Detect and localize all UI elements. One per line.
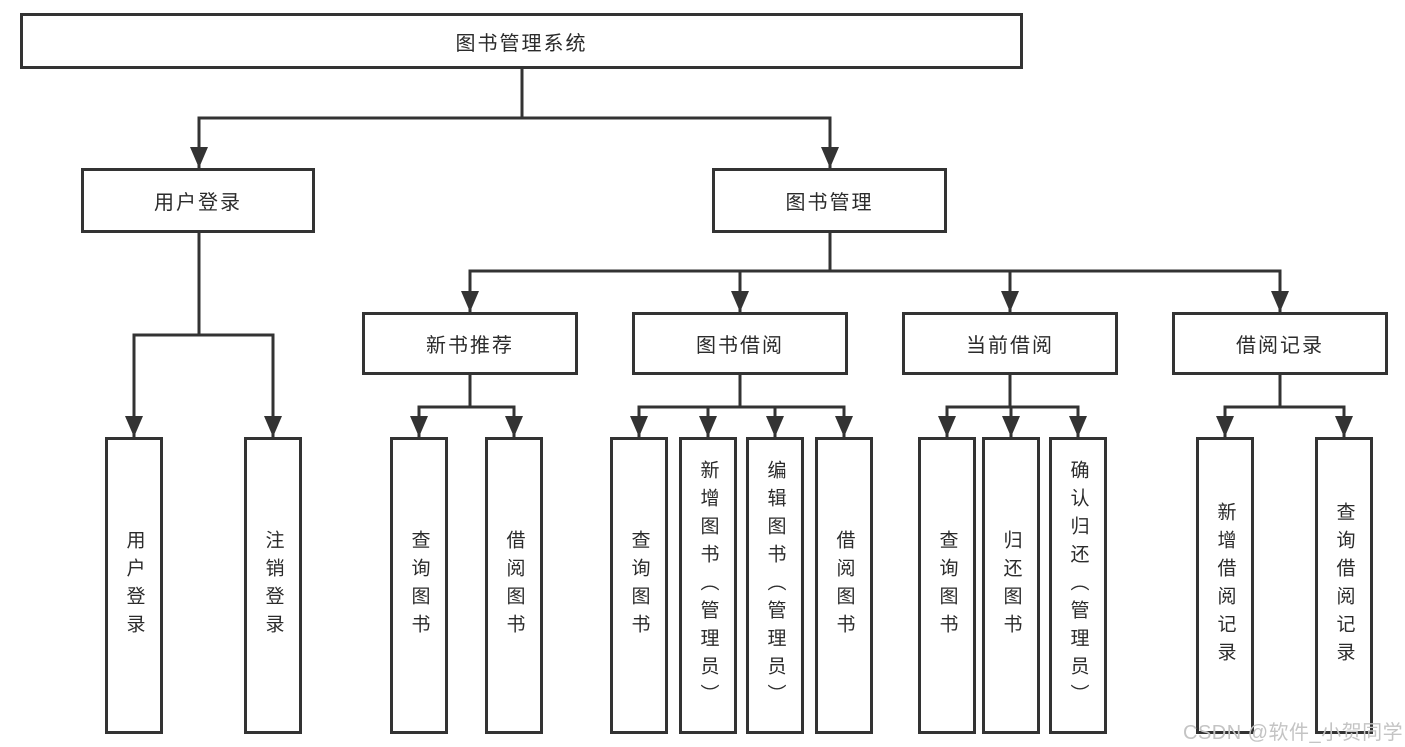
- leaf-label: 注销登录: [262, 529, 284, 642]
- leaf-label: 借阅图书: [503, 529, 525, 642]
- node-library-management-system: 图书管理系统: [20, 13, 1023, 69]
- leaf-label: 编辑图书（管理员）: [764, 459, 786, 712]
- leaf-label: 确认归还（管理员）: [1067, 459, 1089, 712]
- node-new-book-recommend: 新书推荐: [362, 312, 578, 375]
- node-label: 图书借阅: [696, 335, 784, 357]
- node-label: 图书管理: [785, 192, 874, 214]
- leaf-label: 新增图书（管理员）: [697, 459, 719, 712]
- leaf-query-books-recommend: 查询图书: [390, 437, 448, 734]
- leaf-edit-books-admin: 编辑图书（管理员）: [746, 437, 804, 734]
- leaf-query-books-borrow: 查询图书: [610, 437, 668, 734]
- leaf-borrow-books: 借阅图书: [815, 437, 873, 734]
- leaf-label: 归还图书: [1000, 529, 1022, 642]
- leaf-add-books-admin: 新增图书（管理员）: [679, 437, 737, 734]
- leaf-query-borrow-record: 查询借阅记录: [1315, 437, 1373, 734]
- node-current-borrow: 当前借阅: [902, 312, 1118, 375]
- node-label: 借阅记录: [1236, 335, 1324, 357]
- leaf-label: 查询图书: [408, 529, 430, 642]
- leaf-label: 查询图书: [628, 529, 650, 642]
- leaf-query-books-current: 查询图书: [918, 437, 976, 734]
- leaf-borrow-books-recommend: 借阅图书: [485, 437, 543, 734]
- node-label: 图书管理系统: [455, 32, 588, 55]
- leaf-label: 借阅图书: [833, 529, 855, 642]
- node-borrow-records: 借阅记录: [1172, 312, 1388, 375]
- node-label: 当前借阅: [966, 335, 1054, 357]
- leaf-label: 新增借阅记录: [1214, 501, 1236, 670]
- node-book-management: 图书管理: [712, 168, 947, 233]
- leaf-add-borrow-record: 新增借阅记录: [1196, 437, 1254, 734]
- leaf-confirm-return-admin: 确认归还（管理员）: [1049, 437, 1107, 734]
- node-label: 用户登录: [154, 192, 242, 214]
- node-label: 新书推荐: [426, 335, 514, 357]
- node-book-borrow: 图书借阅: [632, 312, 848, 375]
- csdn-watermark: CSDN @软件_小贺同学: [1183, 722, 1404, 744]
- leaf-label: 查询图书: [936, 529, 958, 642]
- leaf-return-books: 归还图书: [982, 437, 1040, 734]
- leaf-label: 用户登录: [123, 529, 145, 642]
- node-user-login: 用户登录: [81, 168, 315, 233]
- leaf-user-login: 用户登录: [105, 437, 163, 734]
- leaf-label: 查询借阅记录: [1333, 501, 1355, 670]
- leaf-logout: 注销登录: [244, 437, 302, 734]
